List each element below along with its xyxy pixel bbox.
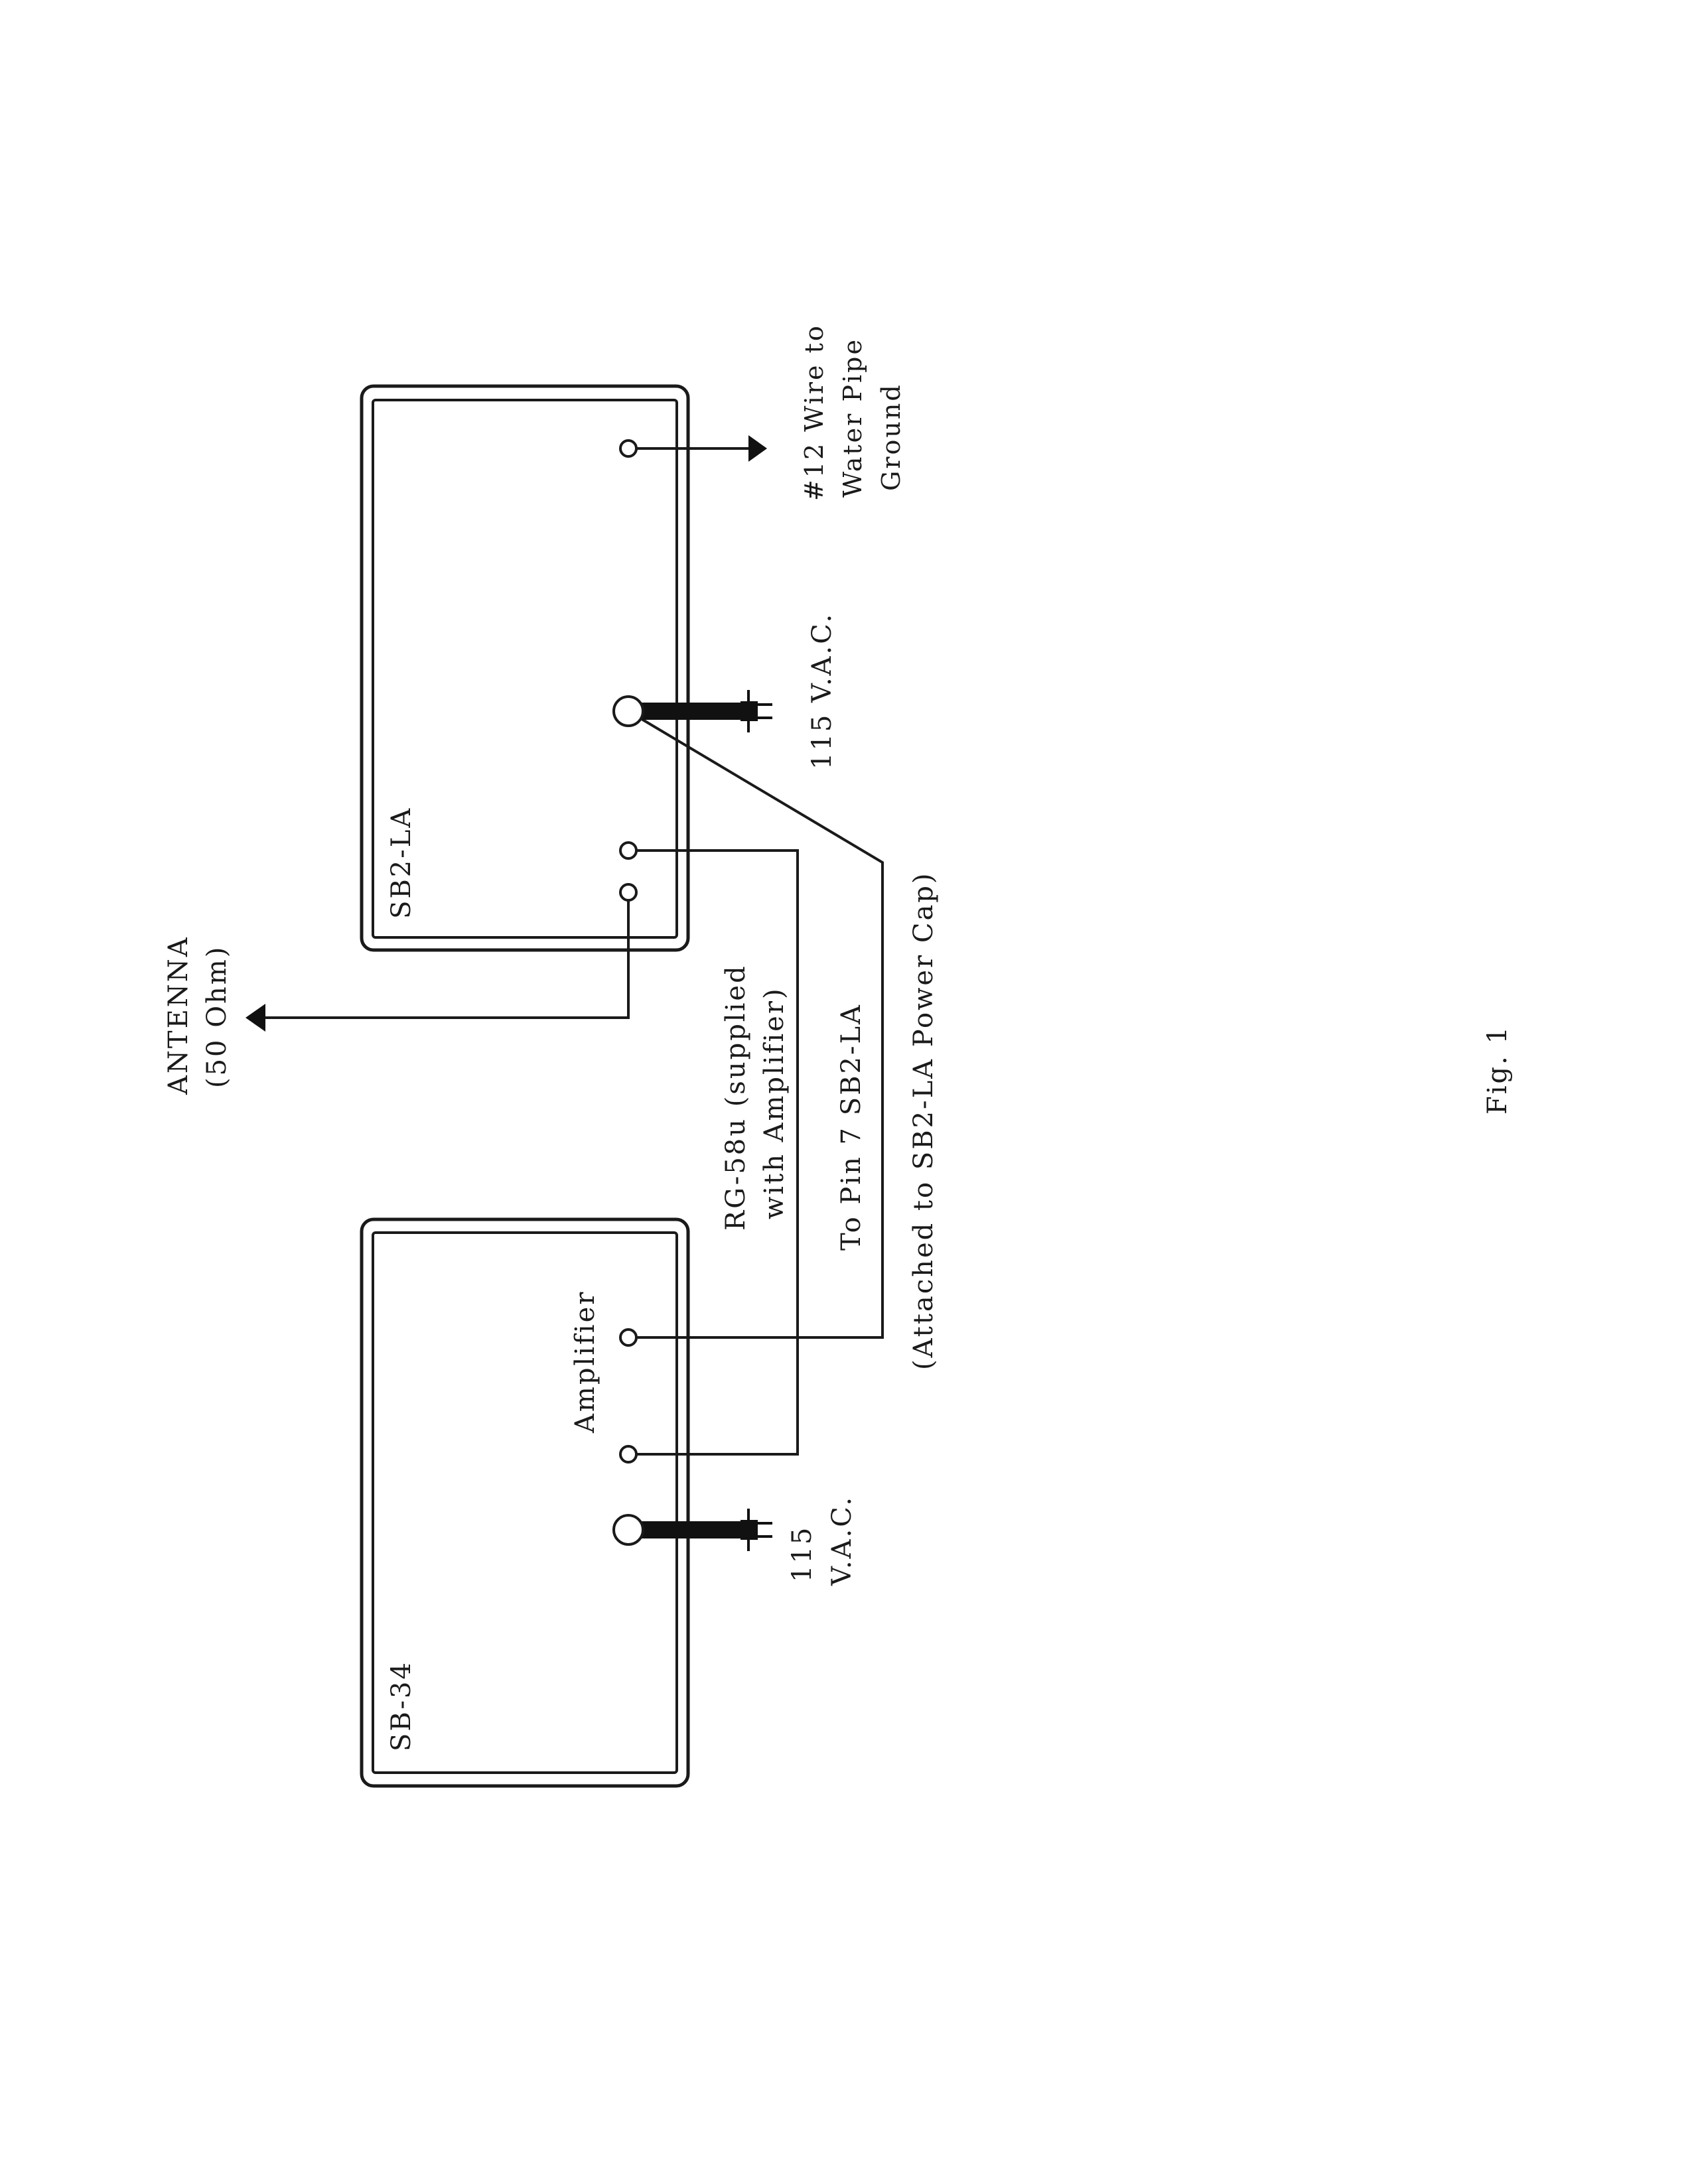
sb2la-antenna-jack <box>619 883 638 902</box>
rg58u-coax-wire <box>628 849 799 1456</box>
antenna-arrow <box>246 1004 265 1032</box>
ground-label-line1: #12 Wire to <box>800 324 829 501</box>
wiring <box>246 435 884 1456</box>
sb34-outer-border <box>360 1217 690 1788</box>
sb2la-inner-border <box>372 399 678 939</box>
ground-label-line3: Ground <box>877 383 906 491</box>
antenna-label-line1: ANTENNA <box>163 935 194 1095</box>
pin7-label: To Pin 7 SB2-LA <box>836 1003 867 1251</box>
sb2la-vac-label: 115 V.A.C. <box>807 612 837 770</box>
rg58u-label-line2: with Amplifier) <box>759 987 790 1219</box>
figure-caption: Fig. 1 <box>1482 1025 1513 1115</box>
sb2la-outer-border <box>360 384 690 952</box>
sb34-power-cord <box>637 1509 772 1551</box>
sb34-label: SB-34 <box>386 1661 417 1751</box>
sb2la-power-socket <box>612 695 644 727</box>
antenna-label-line2: (50 Ohm) <box>202 945 232 1088</box>
terminals <box>612 439 644 1546</box>
sb2la-label: SB2-LA <box>386 807 417 919</box>
sb2la-power-cord <box>637 690 772 732</box>
sb2la-unit: SB2-LA <box>360 384 690 952</box>
antenna-wire <box>264 892 630 1019</box>
sb34-vac-label-line2: V.A.C. <box>827 1495 857 1586</box>
sb34-relay-jack <box>619 1328 638 1347</box>
ground-label-line2: Water Pipe <box>838 338 867 498</box>
amplifier-label: Amplifier <box>570 1290 600 1434</box>
sb34-unit: SB-34 Amplifier <box>360 1217 690 1788</box>
annotations: ANTENNA (50 Ohm) RG-58u (supplied with A… <box>163 324 1513 1586</box>
sb2la-input-jack <box>619 841 638 860</box>
sb34-power-socket <box>612 1514 644 1546</box>
pin7-control-wire <box>627 710 884 1339</box>
sb34-rf-output-jack <box>619 1445 638 1464</box>
rg58u-label-line1: RG-58u (supplied <box>721 964 751 1231</box>
sb34-vac-label-line1: 115 <box>787 1526 817 1582</box>
ground-arrow <box>748 435 767 462</box>
sb2la-ground-terminal <box>619 439 638 458</box>
power-cap-label: (Attached to SB2-LA Power Cap) <box>908 871 939 1370</box>
sb34-inner-border <box>372 1231 678 1774</box>
